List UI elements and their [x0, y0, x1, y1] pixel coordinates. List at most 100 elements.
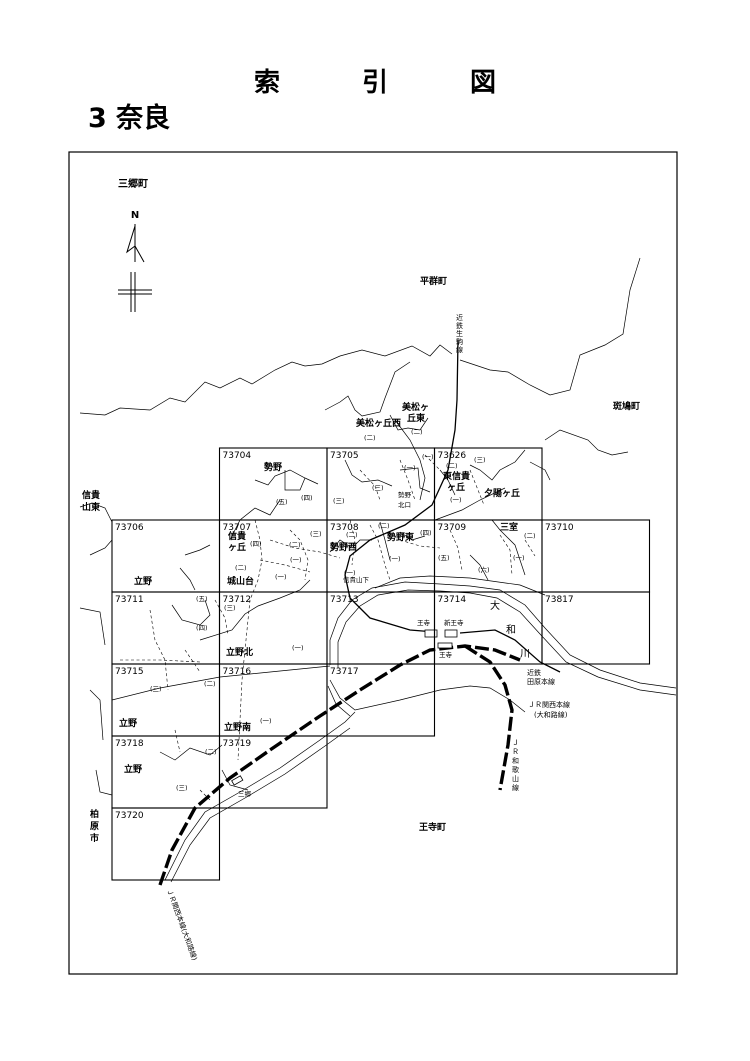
rail-label-jr-kansai-sw: ＪＲ関西本線(大和路線): [165, 888, 199, 962]
place-label-seiya-higashi: 勢野東: [387, 531, 414, 543]
svg-text:柏原市: 柏原市: [90, 808, 99, 844]
chome-label: (四): [250, 540, 262, 548]
place-label-misato: 三室: [500, 521, 518, 533]
place-label-mimatsugaoka-nishi: 美松ヶ丘西: [356, 417, 401, 429]
place-label-yuhigaoka: 夕陽ヶ丘: [484, 487, 520, 499]
rail-label-kintetsu-tawaramoto-1: 近鉄: [527, 668, 541, 677]
boundary-lines: [79, 257, 641, 796]
chome-label: (六): [478, 565, 490, 574]
chome-label: (二): [204, 680, 216, 688]
index-tile-number: 73705: [330, 451, 359, 461]
station-labels: 王寺 新王寺 王寺: [417, 618, 464, 659]
place-label-seiya-kitaguchi-1: 勢野: [398, 490, 412, 499]
place-label-shigi-higashi-1: 信貴: [82, 489, 100, 501]
chome-label: (二): [378, 522, 390, 530]
index-tile-number: 73708: [330, 523, 359, 533]
page-subtitle: 3 奈良: [88, 103, 171, 134]
chome-label: (三): [150, 685, 162, 693]
place-label-heguri: 平群町: [420, 275, 447, 287]
river-label-char: 和: [506, 624, 516, 636]
place-label-jozandai: 城山台: [227, 575, 254, 587]
place-label-higashi-shigigaoka-1: 東信貴: [443, 470, 470, 482]
ouji-station: [231, 629, 458, 786]
chome-label: (二): [346, 531, 358, 539]
chome-label: (一): [290, 556, 302, 564]
station-label-shin-ouji: 新王寺: [444, 618, 464, 627]
index-tile-number: 73817: [545, 595, 574, 605]
place-label-kashiba: 柏原市: [90, 808, 99, 844]
place-label-sango: 三郷町: [118, 177, 148, 190]
place-label-tatsuno-2: 立野: [119, 717, 137, 729]
index-tile[interactable]: [326, 663, 436, 737]
chome-label: (三): [333, 497, 345, 505]
index-tile-number: 73715: [115, 667, 144, 677]
index-tile[interactable]: [111, 807, 221, 881]
place-label-tatsuno-1: 立野: [134, 575, 152, 587]
index-tile-number: 73719: [223, 739, 252, 749]
chome-label: (一): [513, 554, 525, 562]
chome-label: (二): [524, 532, 536, 540]
chome-label: (一): [275, 573, 287, 581]
rail-label-jr-kansai-2: (大和路線): [534, 710, 568, 719]
river-label-yamato: 大 和 川: [490, 599, 530, 660]
chome-label: (二): [411, 428, 423, 436]
place-label-mimatsugaoka-higashi-2: 丘東: [407, 412, 425, 424]
chome-label: (三): [310, 530, 322, 538]
index-tile-number: 73710: [545, 523, 574, 533]
index-tile-number: 73712: [223, 595, 252, 605]
place-label-seiya-kitaguchi-2: 北口: [398, 501, 411, 509]
rail-label-kintetsu-ikoma: 近鉄生駒線: [456, 313, 463, 354]
place-label-shigigaoka-1: 信貴: [228, 530, 246, 542]
index-tile-number: 73718: [115, 739, 144, 749]
chome-label: (五): [276, 498, 288, 506]
chome-label: (四): [420, 529, 432, 537]
index-tile-number: 73626: [438, 451, 467, 461]
chome-label: (三): [176, 784, 188, 792]
place-labels: 三郷町 平群町 斑鳩町 信貴 山東 三室 夕陽ヶ丘 東信貴 ヶ丘 勢野 勢野西 …: [82, 177, 640, 833]
page-title-char: 引: [361, 68, 388, 98]
place-label-seiya: 勢野: [264, 461, 282, 473]
chome-boundaries: [120, 454, 536, 801]
page-title-char: 図: [470, 68, 497, 98]
station-label-sango: 三郷: [238, 789, 252, 798]
kintetsu-ikoma-line: [344, 339, 459, 633]
place-label-shigi-higashi-2: 山東: [82, 501, 100, 513]
index-tile-number: 73716: [223, 667, 252, 677]
place-label-tatsuno-minami: 立野南: [224, 721, 251, 733]
place-label-ouji-cho: 王寺町: [419, 821, 446, 833]
index-tile-number: 73714: [438, 595, 467, 605]
page-title: 索引図: [0, 62, 750, 99]
chome-label: (一): [344, 569, 356, 577]
place-label-higashi-shigigaoka-2: ヶ丘: [447, 481, 465, 493]
place-label-tatsuno-kita: 立野北: [226, 646, 253, 658]
chome-label: (三): [474, 456, 486, 464]
index-tile[interactable]: [218, 735, 328, 809]
station-label-ouji: 王寺: [417, 619, 431, 627]
river-label-char: 川: [520, 649, 530, 660]
index-tile-number: 73707: [223, 523, 252, 533]
index-tile-number: 73706: [115, 523, 144, 533]
place-label-shigisanshita: 信貴山下: [343, 575, 370, 584]
chome-label: (一): [422, 453, 434, 461]
place-label-mimatsugaoka-higashi-1: 美松ヶ: [402, 401, 429, 413]
roads: [164, 419, 526, 883]
place-label-ikaruga: 斑鳩町: [613, 400, 640, 412]
chome-label: (三): [372, 484, 384, 492]
station-label-ouji-jr: 王寺: [439, 651, 453, 659]
place-label-shigigaoka-2: ヶ丘: [228, 541, 246, 553]
chome-label: (五): [196, 595, 208, 603]
chome-label: (一): [292, 644, 304, 652]
index-tile-number: 73711: [115, 595, 144, 605]
index-tile[interactable]: [541, 591, 651, 665]
index-tile-number: 73720: [115, 811, 144, 821]
chome-label: (二): [235, 564, 247, 572]
index-tile-number: 73704: [223, 451, 252, 461]
chome-labels: (二) (二) (一) (二) (三) (一) (三) (一) (三) (四) …: [150, 428, 536, 792]
river-label-char: 大: [490, 599, 500, 612]
index-tile-number: 73717: [330, 667, 359, 677]
chome-label: (二): [364, 434, 376, 442]
rail-label-kintetsu-tawaramoto-2: 田原本線: [527, 677, 555, 686]
chome-label: (一): [404, 464, 416, 472]
